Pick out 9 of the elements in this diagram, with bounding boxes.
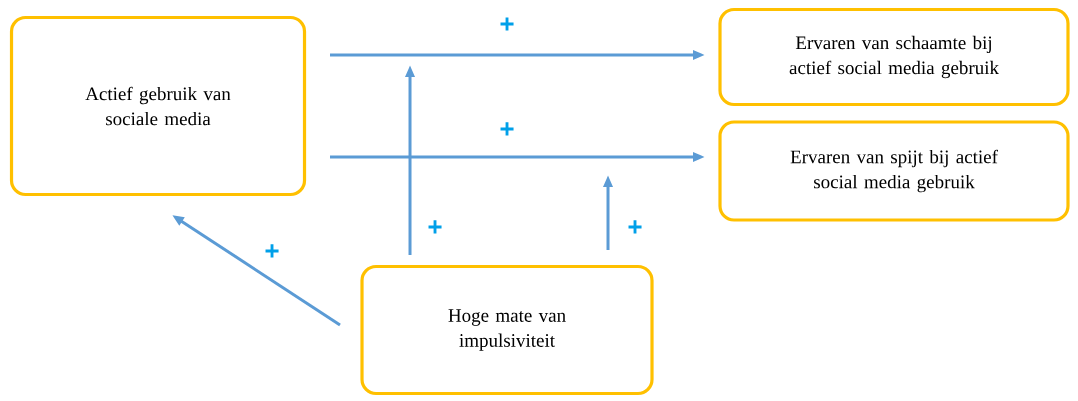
process-box: Ervaren van schaamte bij actief social media gebruik xyxy=(718,7,1070,107)
edge-label: + xyxy=(426,219,444,237)
process-box: Hoge mate van impulsiviteit xyxy=(360,264,654,396)
process-box: Ervaren van spijt bij actief social media gebruik xyxy=(718,120,1070,222)
edge-label: + xyxy=(626,219,644,237)
edge-label: + xyxy=(498,121,516,139)
edge-label: + xyxy=(263,243,281,261)
edge-label: + xyxy=(498,16,516,34)
process-box: Actief gebruik van sociale media xyxy=(9,15,307,197)
